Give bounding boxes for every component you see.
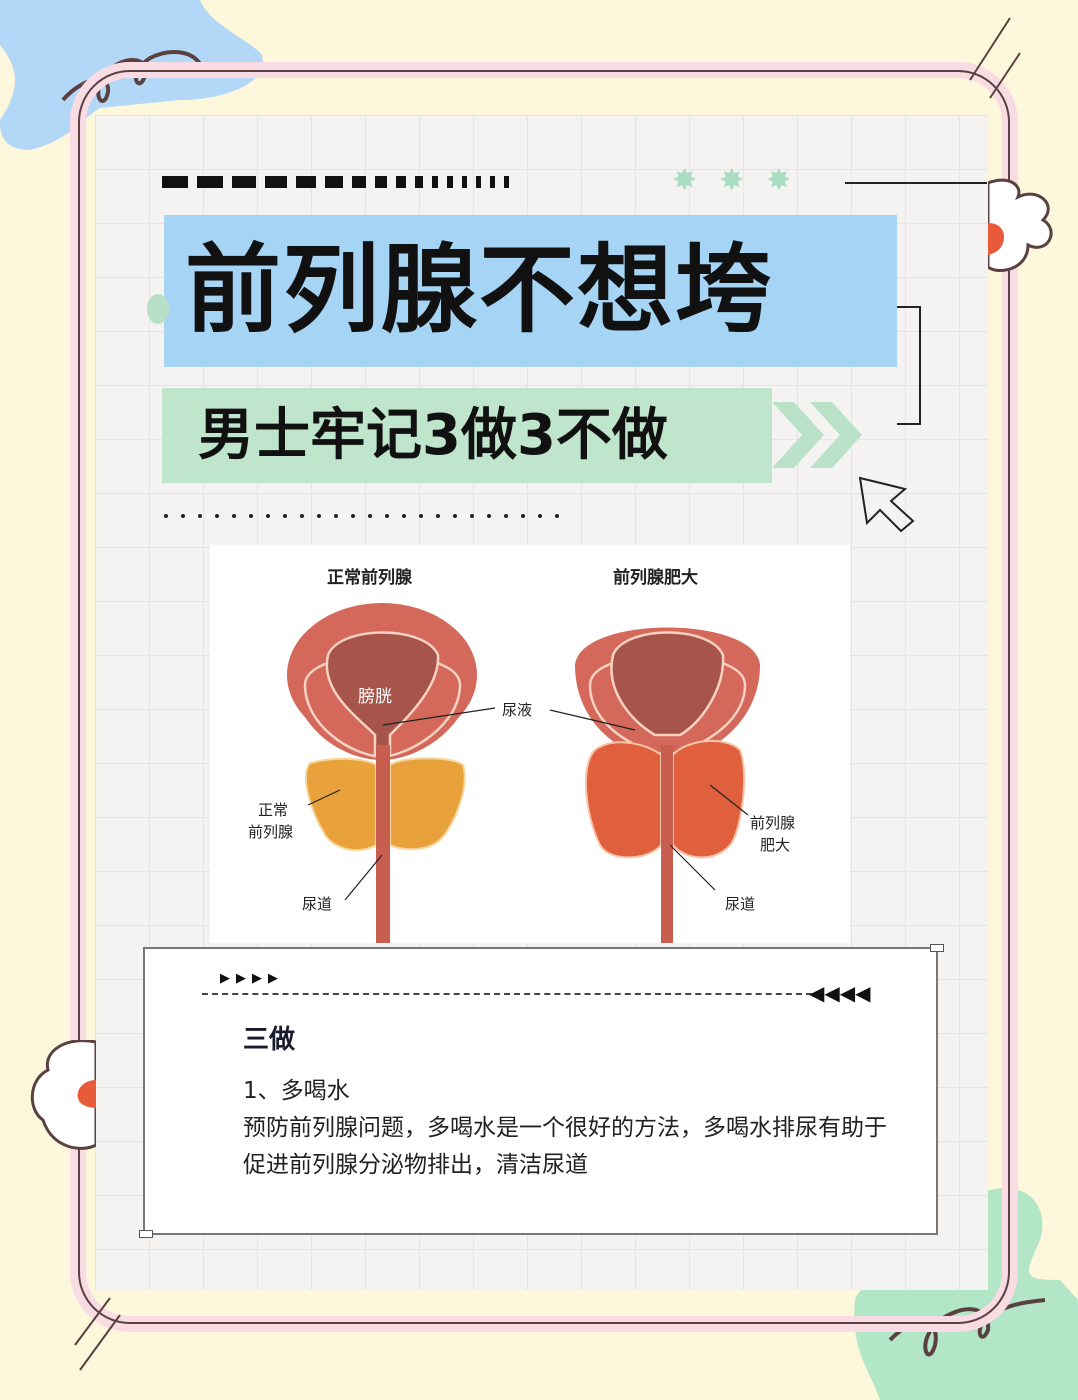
label-urethra-left: 尿道	[302, 895, 333, 913]
diagram-left-title: 正常前列腺	[327, 568, 412, 588]
dotted-line	[164, 514, 559, 518]
card-heading: 三做	[243, 1025, 296, 1055]
dashed-divider	[202, 993, 812, 995]
label-urine: 尿液	[502, 701, 533, 719]
bracket-line	[897, 306, 921, 425]
dot-decoration	[147, 294, 169, 324]
flower-right-decoration	[988, 178, 1053, 272]
cursor-arrow-icon	[858, 476, 915, 533]
info-card: ▶▶▶▶ ◀◀◀◀ 三做 1、多喝水 预防前列腺问题，多喝水是一个很好的方法，多…	[139, 944, 944, 1238]
slash-marks-bottom-left	[74, 1297, 121, 1371]
slash-marks-top-right	[969, 17, 1021, 99]
subtitle-banner	[162, 388, 772, 483]
star-decoration: ✸✸✸	[672, 163, 792, 198]
label-enlarged-2: 肥大	[760, 836, 791, 854]
prostate-diagram: 正常前列腺 前列腺肥大 膀胱 尿液 正常 前列腺 尿道 前列腺 肥大 尿道	[210, 545, 850, 943]
arrow-right-decoration: ▶▶▶▶	[220, 971, 278, 986]
label-enlarged-1: 前列腺	[750, 814, 796, 832]
diagram-right-title: 前列腺肥大	[613, 568, 698, 588]
page-subtitle: 男士牢记3做3不做	[198, 403, 668, 468]
anatomy-illustration	[287, 603, 760, 943]
label-normal-prostate-2: 前列腺	[248, 823, 294, 841]
resize-handle	[930, 944, 944, 952]
chevron-right-icon	[762, 390, 872, 480]
label-bladder: 膀胱	[358, 687, 392, 707]
divider-line	[845, 182, 987, 184]
label-normal-prostate-1: 正常	[258, 801, 289, 819]
card-item-body: 预防前列腺问题，多喝水是一个很好的方法，多喝水排尿有助于促进前列腺分泌物排出，清…	[243, 1115, 887, 1178]
arrow-left-decoration: ◀◀◀◀	[809, 981, 871, 1005]
card-item-title: 1、多喝水	[243, 1078, 350, 1104]
brown-frame-line	[78, 70, 1010, 1324]
label-urethra-right: 尿道	[725, 895, 756, 913]
resize-handle	[139, 1230, 153, 1238]
flower-left-decoration	[30, 1040, 96, 1150]
card-body: 1、多喝水 预防前列腺问题，多喝水是一个很好的方法，多喝水排尿有助于促进前列腺分…	[243, 1073, 903, 1184]
dash-decoration	[162, 176, 509, 188]
title-banner	[164, 215, 897, 367]
page-title: 前列腺不想垮	[185, 234, 773, 346]
